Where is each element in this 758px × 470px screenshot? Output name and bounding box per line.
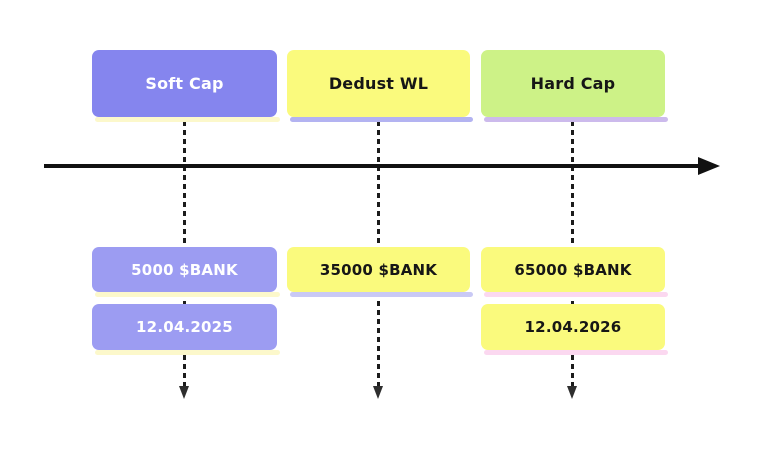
milestone-box-softcap: Soft Cap bbox=[92, 50, 280, 122]
amount-label: 35000 $BANK bbox=[319, 260, 438, 279]
down-arrowhead-icon-softcap bbox=[179, 386, 189, 399]
milestone-label: Soft Cap bbox=[145, 74, 224, 93]
amount-label: 65000 $BANK bbox=[514, 260, 632, 279]
date-box-hardcap: 12.04.2026 bbox=[481, 304, 668, 355]
down-arrowhead-icon-hardcap bbox=[567, 386, 577, 399]
milestone-box-dedustwl: Dedust WL bbox=[287, 50, 473, 122]
amount-box-dedustwl: 35000 $BANK bbox=[287, 247, 473, 297]
milestone-label: Dedust WL bbox=[328, 74, 429, 93]
down-arrowhead-icon-dedustwl bbox=[373, 386, 383, 399]
date-label: 12.04.2025 bbox=[136, 318, 233, 336]
date-box-softcap: 12.04.2025 bbox=[92, 304, 280, 355]
milestone-label: Hard Cap bbox=[530, 74, 616, 93]
timeline-axis bbox=[44, 164, 700, 168]
amount-box-softcap: 5000 $BANK bbox=[92, 247, 280, 297]
date-label: 12.04.2026 bbox=[524, 318, 622, 336]
milestone-box-hardcap: Hard Cap bbox=[481, 50, 668, 122]
amount-box-hardcap: 65000 $BANK bbox=[481, 247, 668, 297]
amount-label: 5000 $BANK bbox=[131, 260, 238, 279]
right-arrowhead-icon bbox=[698, 157, 720, 175]
